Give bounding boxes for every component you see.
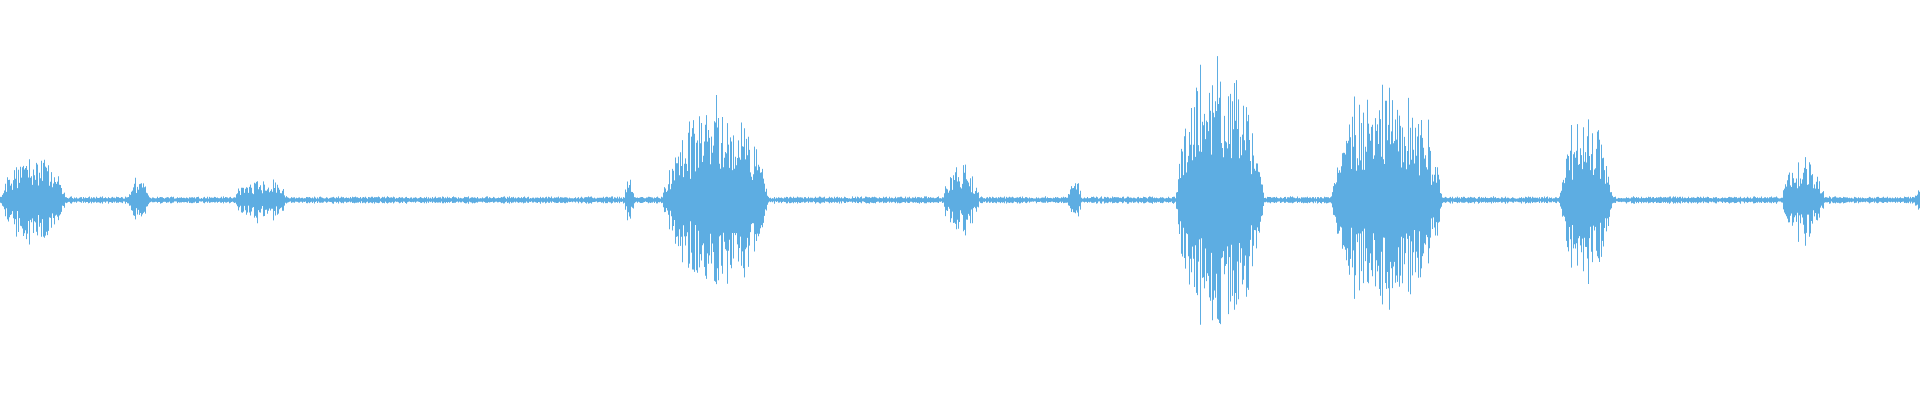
- waveform-bars: [0, 56, 1920, 325]
- waveform-path: [0, 56, 1920, 325]
